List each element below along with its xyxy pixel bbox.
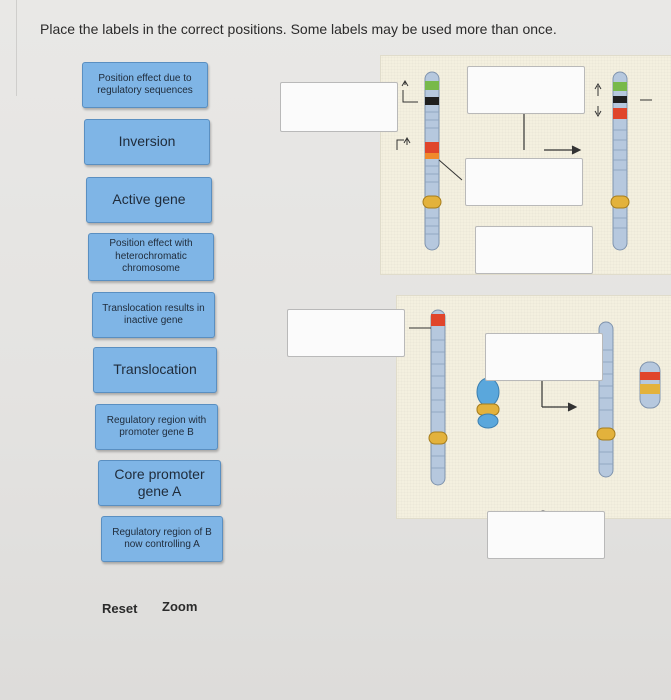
reset-button[interactable]: Reset	[102, 601, 138, 616]
label-tile-core-promoter-gene-a[interactable]: Core promoter gene A	[98, 460, 221, 506]
drop-zone-3[interactable]	[465, 158, 583, 206]
drop-zone-2[interactable]	[467, 66, 585, 114]
partial-chromosome-edge	[639, 361, 661, 409]
label-tile-regulatory-region-b-controlling-a[interactable]: Regulatory region of B now controlling A	[101, 516, 223, 562]
label-tile-regulatory-region-promoter-b[interactable]: Regulatory region with promoter gene B	[95, 404, 218, 450]
label-tile-translocation[interactable]: Translocation	[93, 347, 217, 393]
chromosome-bottom-left	[409, 309, 448, 486]
label-tile-position-effect-heterochromatic[interactable]: Position effect with heterochromatic chr…	[88, 233, 214, 281]
drop-zone-6[interactable]	[485, 333, 603, 381]
label-tile-translocation-inactive-gene[interactable]: Translocation results in inactive gene	[92, 292, 215, 338]
drop-zone-7[interactable]	[487, 511, 605, 559]
gene-arrow-top	[523, 112, 582, 155]
drop-zone-1[interactable]	[280, 82, 398, 132]
label-tile-active-gene[interactable]: Active gene	[86, 177, 212, 223]
small-chromosome	[476, 377, 500, 429]
chromosome-top-right	[594, 71, 652, 251]
chromosome-top-left	[422, 71, 442, 251]
inversion-arrows	[396, 80, 463, 181]
drop-zone-4[interactable]	[475, 226, 593, 274]
label-tile-position-effect-regulatory[interactable]: Position effect due to regulatory sequen…	[82, 62, 208, 108]
instruction-text: Place the labels in the correct position…	[40, 21, 557, 37]
drop-zone-5[interactable]	[287, 309, 405, 357]
zoom-button[interactable]: Zoom	[162, 599, 198, 614]
page-left-edge	[0, 0, 17, 96]
gene-arrow-bottom	[541, 380, 578, 412]
label-tile-inversion[interactable]: Inversion	[84, 119, 210, 165]
